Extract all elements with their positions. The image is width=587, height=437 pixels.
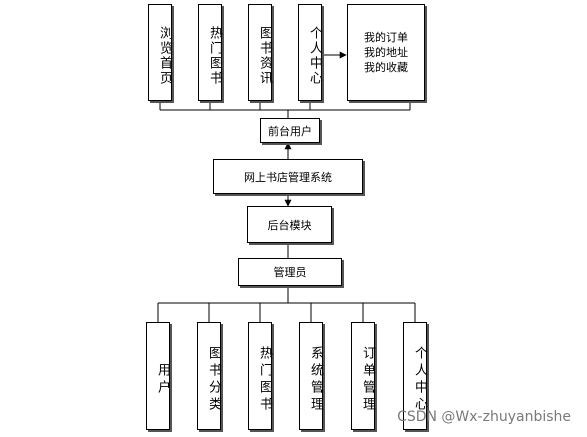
node-personal-detail: 我的订单 我的地址 我的收藏 (347, 4, 425, 101)
node-order-management: 订单管理 (351, 322, 375, 430)
node-categories: 图书分类 (197, 322, 221, 430)
node-hot: 热门图书 (248, 322, 272, 430)
node-personal-center-2: 个人中心 (403, 322, 427, 430)
node-users: 用户 (146, 322, 170, 430)
node-hot-books: 热门图书 (198, 4, 222, 101)
node-book-news: 图书资讯 (248, 4, 272, 101)
detail-line-favorites: 我的收藏 (364, 61, 408, 74)
node-system: 网上书店管理系统 (213, 159, 363, 194)
node-backend-module: 后台模块 (247, 206, 332, 243)
node-frontend-user: 前台用户 (260, 118, 320, 143)
watermark: CSDN @Wx-zhuyanbishe (397, 409, 571, 425)
node-system-management: 系统管理 (299, 322, 323, 430)
detail-line-address: 我的地址 (364, 46, 408, 59)
node-personal-center: 个人中心 (298, 4, 322, 101)
detail-line-orders: 我的订单 (364, 31, 408, 44)
node-admin: 管理员 (238, 258, 342, 286)
node-browse-home: 浏览首页 (148, 4, 172, 101)
